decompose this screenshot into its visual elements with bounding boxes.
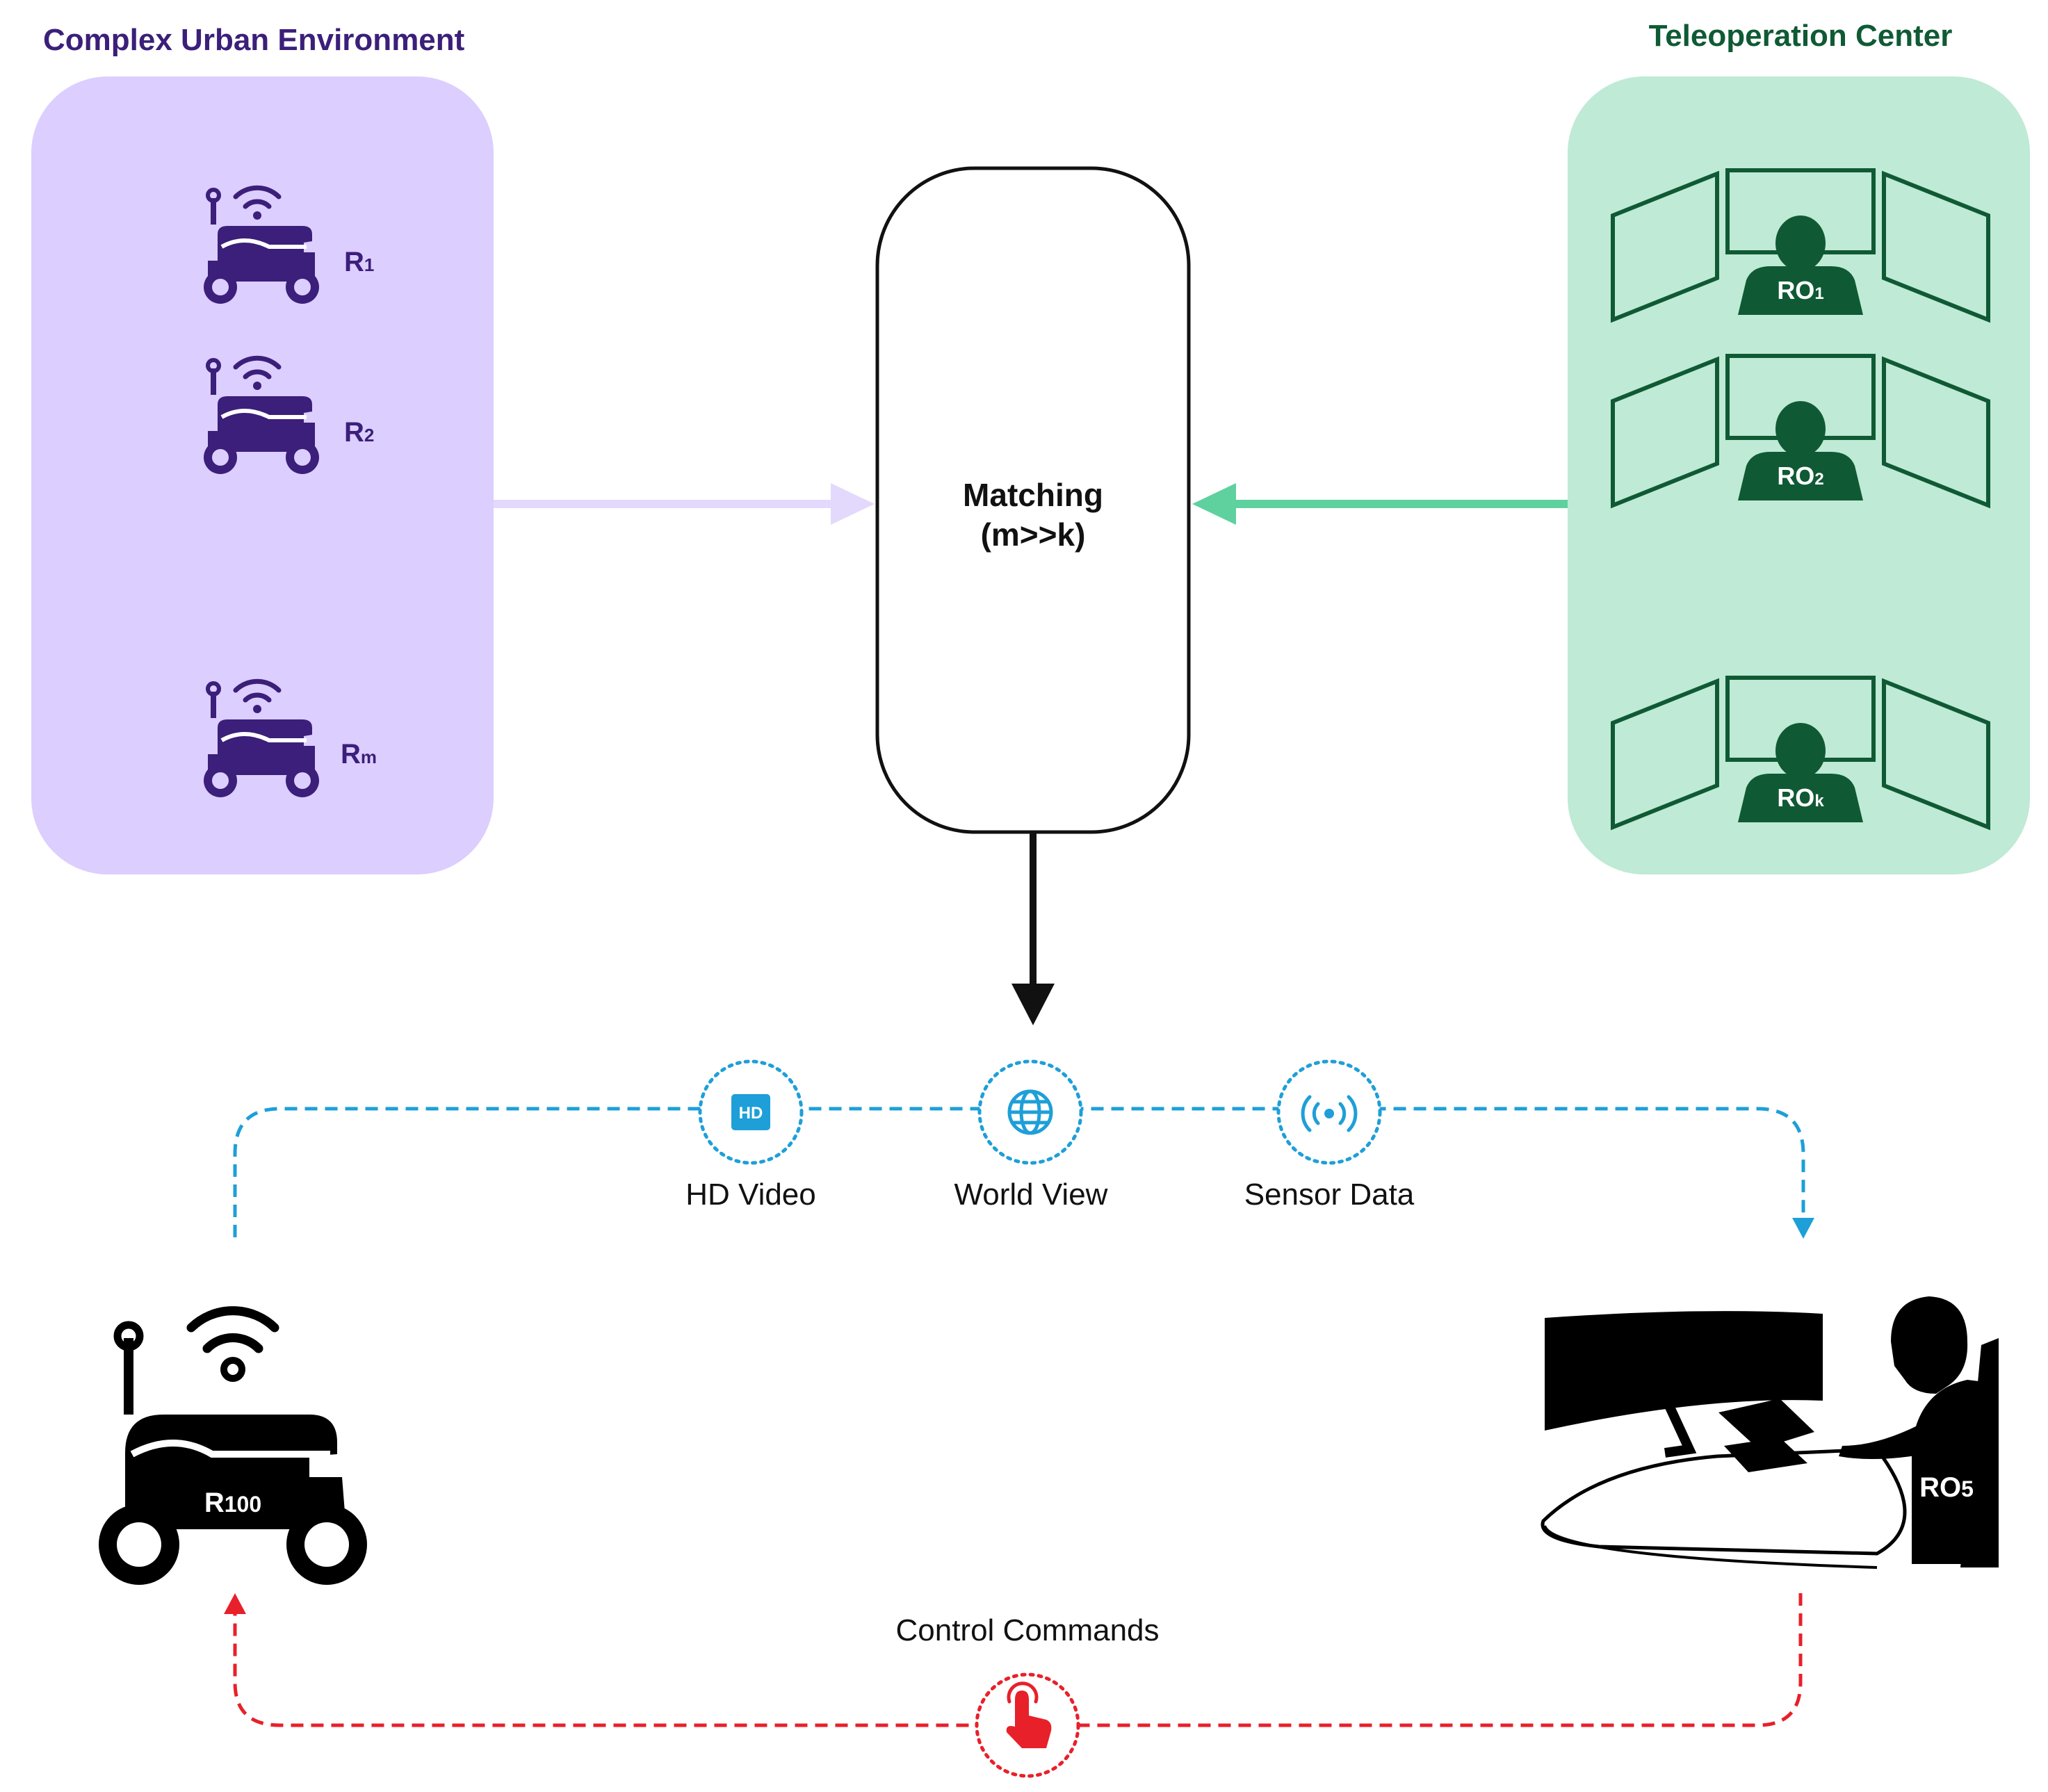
robot-r100 <box>99 1306 367 1585</box>
operator-rok-label: ROk <box>1777 783 1824 812</box>
urban-environment-panel <box>31 76 494 874</box>
matching-ratio: (m>>k) <box>981 516 1086 553</box>
operator-ro1-label: RO1 <box>1777 276 1823 304</box>
operator-ro5 <box>1541 1296 1999 1569</box>
svg-text:HD: HD <box>739 1104 763 1123</box>
robot-r1-label: R1 <box>344 247 374 277</box>
right-panel-title: Teleoperation Center <box>1649 19 1953 53</box>
sensor-icon <box>1301 1095 1358 1132</box>
robots-to-matching-arrowhead <box>831 483 875 525</box>
sensor-data-label: Sensor Data <box>1244 1178 1415 1212</box>
left-panel-title: Complex Urban Environment <box>43 23 465 57</box>
hd-icon: HD <box>731 1094 770 1130</box>
operator-ro5-label: RO5 <box>1919 1472 1974 1503</box>
robot-rm-label: Rm <box>341 739 377 769</box>
control-commands-arrowhead <box>224 1593 246 1614</box>
robot-r100-label: R100 <box>204 1488 261 1518</box>
control-commands-label: Control Commands <box>895 1613 1159 1647</box>
operators-to-matching-arrowhead <box>1192 483 1236 525</box>
hd-video-label: HD Video <box>685 1178 816 1212</box>
globe-icon <box>1007 1089 1053 1135</box>
world-view-label: World View <box>954 1178 1108 1212</box>
matching-output-arrowhead <box>1011 984 1055 1025</box>
matching-title: Matching <box>963 477 1103 513</box>
wifi-icon <box>186 1306 279 1382</box>
operator-ro2-label: RO2 <box>1777 462 1823 490</box>
data-stream-arrowhead <box>1792 1218 1814 1239</box>
robot-r2-label: R2 <box>344 417 374 448</box>
touch-icon <box>1006 1681 1052 1748</box>
